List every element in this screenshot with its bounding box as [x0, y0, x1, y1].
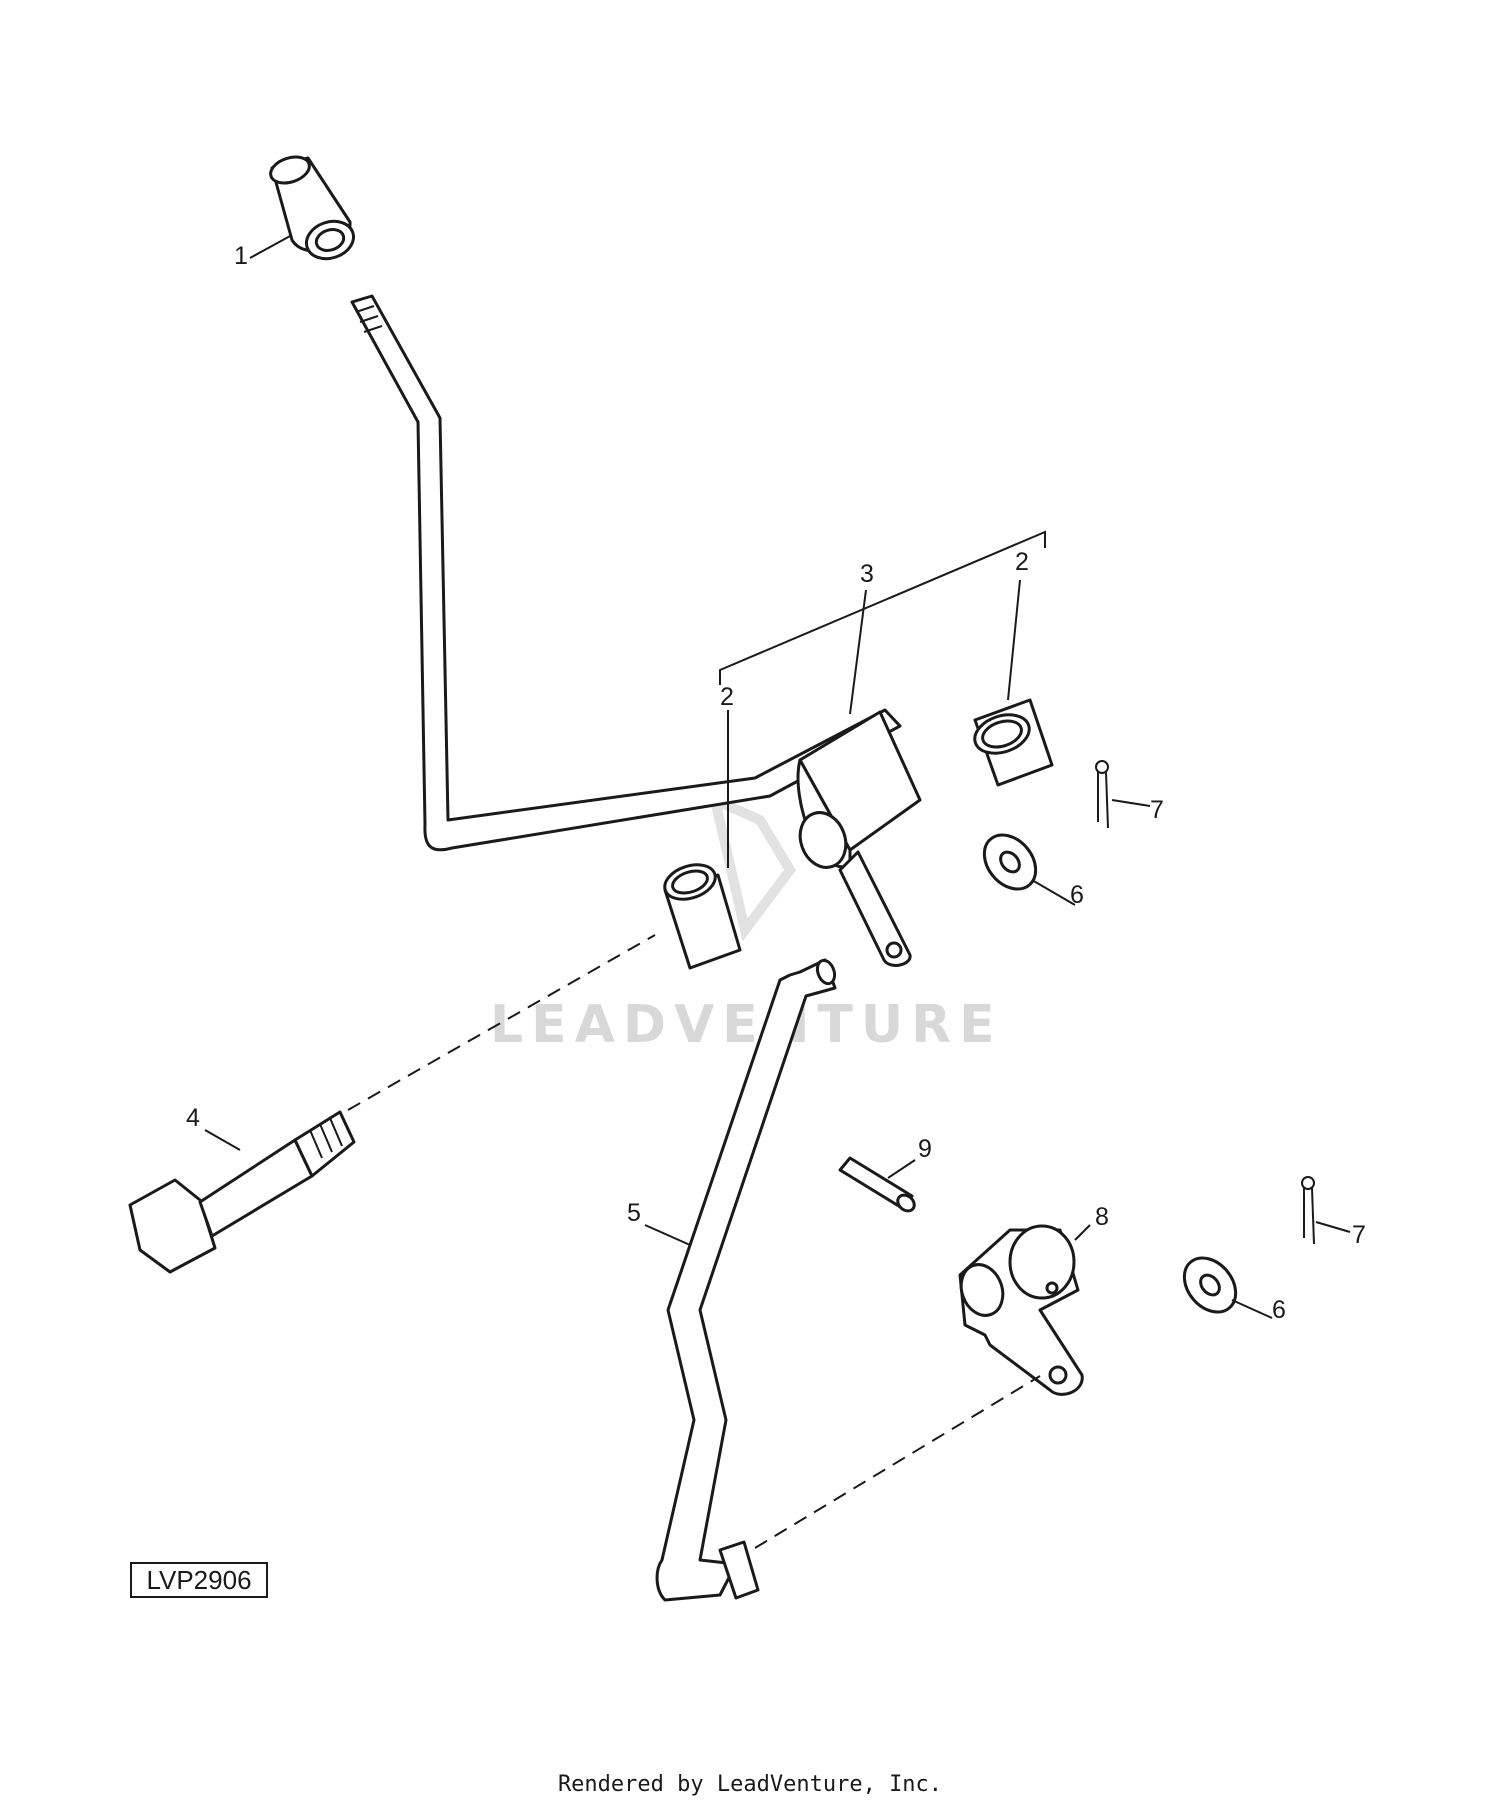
control-lever [350, 294, 922, 967]
callout-2-right: 2 [1015, 548, 1029, 576]
callout-5: 5 [627, 1199, 641, 1227]
bushing-left [663, 863, 742, 970]
lower-arm [958, 1224, 1084, 1396]
cotter-pin-lower [1301, 1176, 1315, 1245]
callout-6-upper: 6 [1070, 881, 1084, 909]
callout-9: 9 [918, 1135, 932, 1163]
link-rod [655, 958, 837, 1602]
callout-7-upper: 7 [1150, 796, 1164, 824]
figure-id-label: LVP2906 [130, 1562, 268, 1598]
render-credit: Rendered by LeadVenture, Inc. [557, 1772, 943, 1797]
callout-labels: 1 2 2 3 4 5 6 6 7 7 8 9 [186, 242, 1366, 1324]
callout-2-left: 2 [720, 683, 734, 711]
watermark: LEADVENTURE [490, 791, 1003, 1055]
roll-pin [838, 1156, 916, 1213]
callout-6-lower: 6 [1272, 1296, 1286, 1324]
washer-upper [982, 833, 1038, 891]
callout-3: 3 [860, 560, 874, 588]
bushing-right [973, 698, 1054, 787]
pivot-bolt [128, 1110, 356, 1274]
bolt-alignment-line [347, 934, 656, 1111]
watermark-text: LEADVENTURE [490, 995, 1003, 1055]
assembly-bracket [719, 530, 1046, 685]
handle-grip [269, 155, 355, 261]
callout-7-lower: 7 [1352, 1221, 1366, 1249]
leader-lines [204, 234, 1351, 1319]
callout-1: 1 [234, 242, 248, 270]
washer-lower [1182, 1256, 1238, 1314]
rod-alignment-line [754, 1375, 1041, 1549]
callout-4: 4 [186, 1104, 200, 1132]
cotter-pin-upper [1095, 760, 1109, 829]
callout-8: 8 [1095, 1203, 1109, 1231]
